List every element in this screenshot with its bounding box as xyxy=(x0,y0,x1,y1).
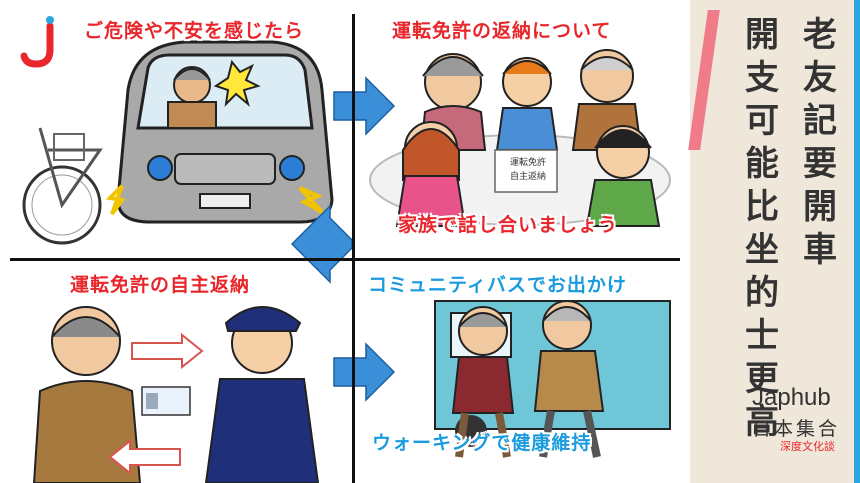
panel-3-title: 運転免許の自主返納 xyxy=(70,274,251,296)
panel-divider-horizontal xyxy=(10,258,680,261)
panel-4-illustration xyxy=(434,300,671,458)
panel-4-title: コミュニティバスでお出かけ xyxy=(368,274,627,296)
headline-column-2: 開支可能比坐的士更高 xyxy=(745,15,779,442)
manga-illustration: ご危険や不安を感じたら 運転免許 自主返納 運転免許の返納について 家族で話し合… xyxy=(0,0,690,483)
panel-3-illustration xyxy=(32,306,320,483)
headline-column-1: 老友記要開車 xyxy=(803,15,837,270)
panel-1-title: ご危険や不安を感じたら xyxy=(84,20,305,42)
flow-arrow-right-bottom xyxy=(333,342,396,402)
logo-j-icon xyxy=(20,16,54,68)
panel-4-caption: ウォーキングで健康維持 xyxy=(372,432,592,454)
flow-arrow-right-top xyxy=(333,76,396,136)
sign-line-1: 運転免許 xyxy=(509,158,546,168)
panel-2-illustration xyxy=(369,49,671,227)
brand-tagline: 深度文化談 xyxy=(780,440,835,453)
panel-2-caption: 家族で話し合いましょう xyxy=(398,214,619,236)
bicycle-drawing xyxy=(22,127,103,245)
japhub-logo xyxy=(10,10,76,76)
sign-line-2: 自主返納 xyxy=(509,172,546,182)
brand-subtitle: 日本集合 xyxy=(752,418,841,440)
blue-accent-stripe xyxy=(854,0,860,483)
flow-arrows xyxy=(290,76,396,402)
panel-2-title: 運転免許の返納について xyxy=(392,20,612,42)
licence-return-sign: 運転免許 自主返納 xyxy=(497,156,559,184)
panel-1-illustration xyxy=(22,40,334,245)
panel-divider-vertical xyxy=(352,14,355,483)
brand-name: Japhub xyxy=(752,384,831,411)
title-sidebar xyxy=(690,0,860,483)
flow-arrow-down-left xyxy=(290,204,353,284)
